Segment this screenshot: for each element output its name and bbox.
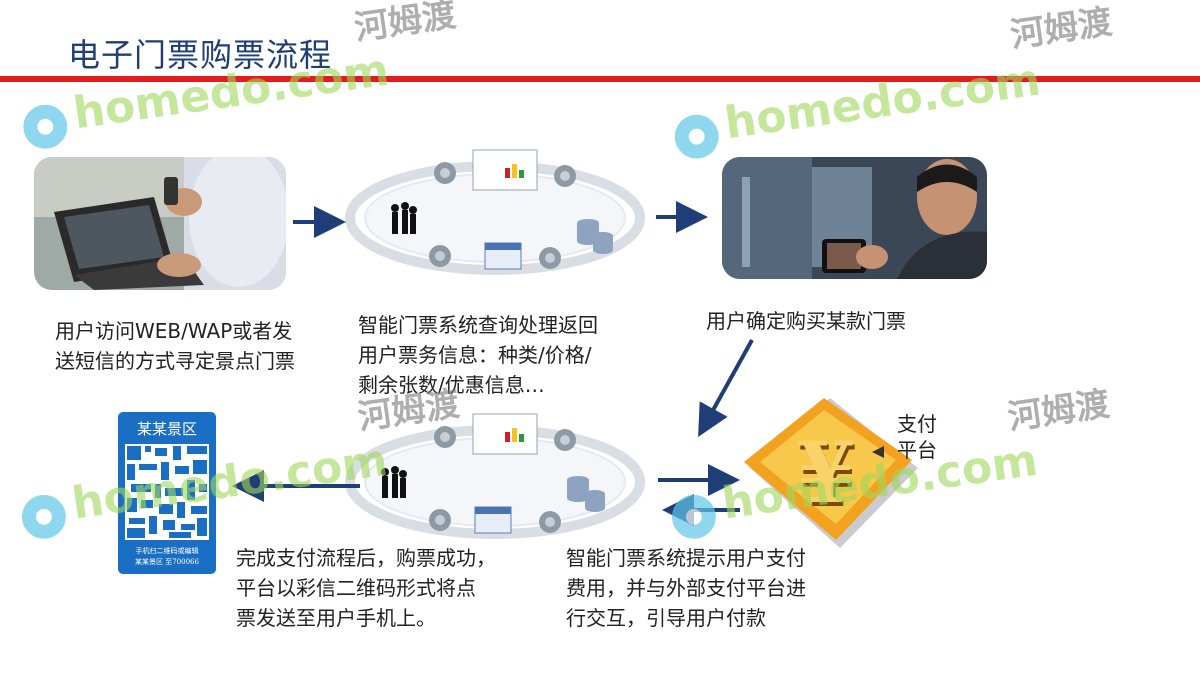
caption-step2-line2: 用户票务信息：种类/价格/ <box>358 343 592 367</box>
payment-pointer-triangle <box>872 446 884 458</box>
watermark-cn: 河姆渡 <box>1005 384 1113 438</box>
caption-step1-line2: 送短信的方式寻定景点门票 <box>55 349 295 373</box>
flower-logo-icon <box>20 101 71 152</box>
caption-step4-line2: 费用，并与外部支付平台进 <box>566 576 806 600</box>
ticket-instruction-line2: 某某景区 至700066 <box>135 558 199 566</box>
watermark-top-right: homedo.com 河姆渡 <box>650 0 1165 162</box>
caption-step1-line1: 用户访问WEB/WAP或者发 <box>55 319 293 343</box>
caption-step2-line3: 剩余张数/优惠信息… <box>358 373 545 397</box>
watermark-cn: 河姆渡 <box>351 0 459 49</box>
caption-step2: 智能门票系统查询处理返回 用户票务信息：种类/价格/ 剩余张数/优惠信息… <box>358 310 598 400</box>
caption-step3-line1: 用户确定购买某款门票 <box>706 309 906 333</box>
user-laptop-photo <box>34 157 286 290</box>
flower-logo-icon <box>669 491 719 542</box>
caption-step4: 智能门票系统提示用户支付 费用，并与外部支付平台进 行交互，引导用户付款 <box>566 543 806 633</box>
ticket-title: 某某景区 <box>136 420 197 438</box>
caption-step3: 用户确定购买某款门票 <box>706 306 906 336</box>
caption-step5-line2: 平台以彩信二维码形式将点 <box>236 576 476 600</box>
watermark-text: homedo.com <box>721 54 1044 150</box>
svg-text:¥: ¥ <box>799 427 857 526</box>
ticket-system-diagram-top <box>345 148 645 283</box>
qr-code <box>125 444 209 540</box>
flower-logo-icon <box>671 111 722 162</box>
flower-logo-icon <box>19 491 69 542</box>
ticket-system-diagram-bottom <box>345 412 645 547</box>
payment-platform-label-line2: 平台 <box>897 438 937 462</box>
title-divider <box>0 76 1200 82</box>
payment-platform-label-line1: 支付 <box>897 412 937 436</box>
caption-step1: 用户访问WEB/WAP或者发 送短信的方式寻定景点门票 <box>55 316 295 376</box>
watermark-text: homedo.com <box>68 434 391 530</box>
payment-platform-yuan-icon: ¥ ¥ <box>740 398 920 558</box>
watermark-cn: 河姆渡 <box>1007 1 1115 56</box>
caption-step5: 完成支付流程后，购票成功， 平台以彩信二维码形式将点 票发送至用户手机上。 <box>236 543 496 633</box>
caption-step4-line1: 智能门票系统提示用户支付 <box>566 546 806 570</box>
watermark-cn: 河姆渡 <box>355 384 463 438</box>
qr-ticket: 某某景区 手机扫二维码或编辑 某某景区 至700066 <box>118 412 216 574</box>
caption-step5-line1: 完成支付流程后，购票成功， <box>236 546 496 570</box>
caption-step2-line1: 智能门票系统查询处理返回 <box>358 313 598 337</box>
page-title: 电子门票购票流程 <box>68 36 333 74</box>
watermark-text: homedo.com <box>70 44 393 140</box>
watermark-text: homedo.com <box>718 434 1041 530</box>
caption-step4-line3: 行交互，引导用户付款 <box>566 606 766 630</box>
svg-text:¥: ¥ <box>797 423 855 522</box>
caption-step5-line3: 票发送至用户手机上。 <box>236 606 436 630</box>
user-phone-photo <box>722 157 987 279</box>
ticket-instruction-line1: 手机扫二维码或编辑 <box>135 547 199 555</box>
watermark-top-left: homedo.com 河姆渡 <box>0 0 495 159</box>
